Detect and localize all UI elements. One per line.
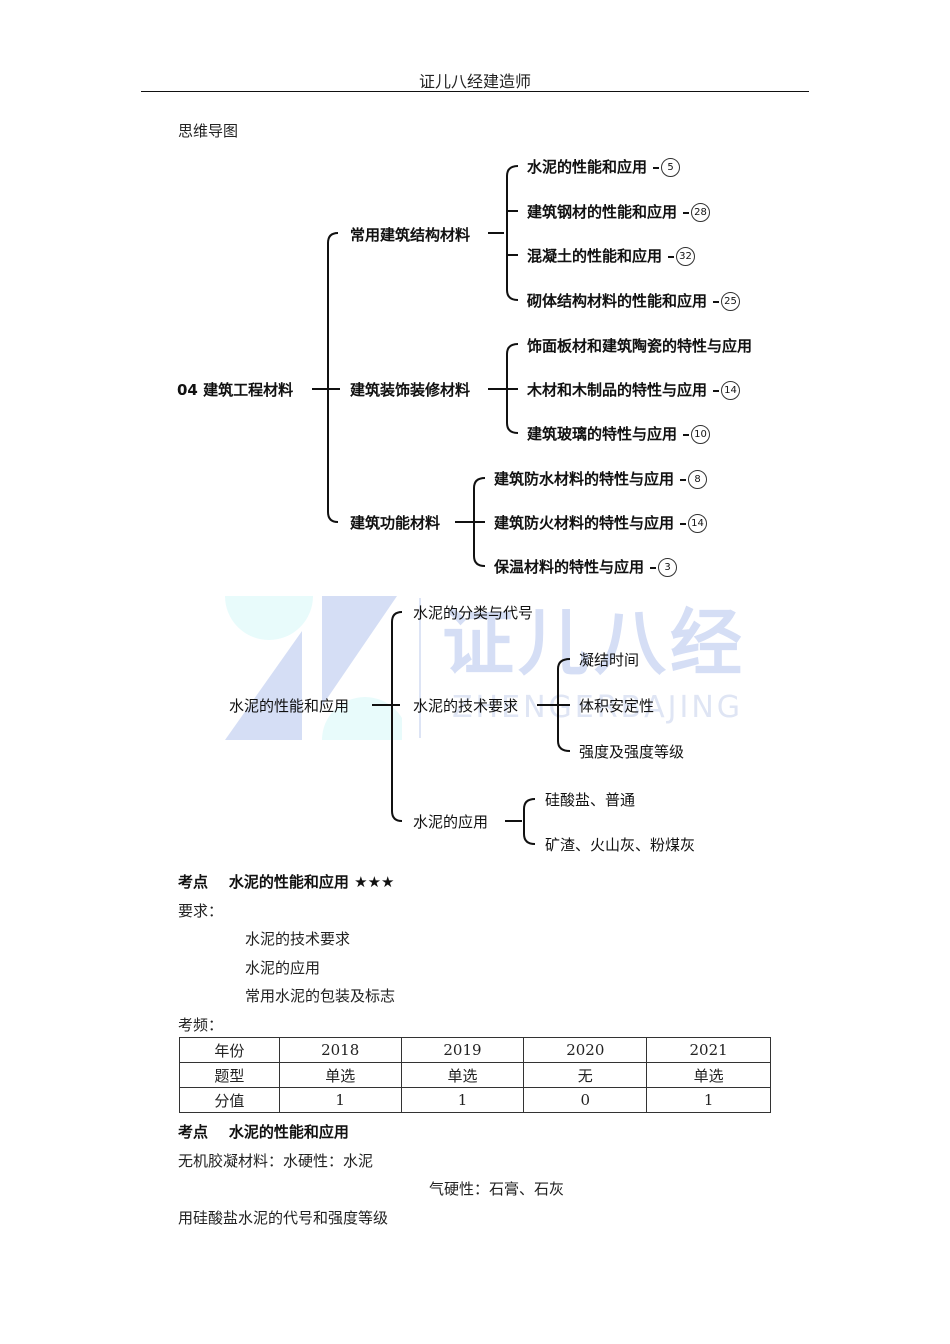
mindmap2-branch: 水泥的技术要求 xyxy=(413,697,519,715)
table-cell: 2021 xyxy=(646,1037,771,1063)
count-badge: 28 xyxy=(691,203,711,222)
mindmap1-branch-decoration: 建筑装饰装修材料 xyxy=(350,381,471,399)
table-cell: 单选 xyxy=(646,1062,771,1088)
count-badge: 5 xyxy=(661,158,681,177)
requirement-item: 水泥的应用 xyxy=(245,959,321,977)
kaodian-heading: 考点 水泥的性能和应用 xyxy=(178,1123,349,1141)
table-row: 年份 2018 2019 2020 2021 xyxy=(179,1037,771,1063)
requirement-item: 水泥的技术要求 xyxy=(245,930,351,948)
table-cell: 分值 xyxy=(179,1087,280,1113)
count-badge: 14 xyxy=(688,514,708,533)
count-badge: 8 xyxy=(688,470,708,489)
table-cell: 2019 xyxy=(400,1037,525,1063)
mindmap2-root: 水泥的性能和应用 xyxy=(229,697,350,715)
star-rating: ★★★ xyxy=(354,873,395,891)
frequency-label: 考频： xyxy=(178,1016,224,1034)
table-cell: 年份 xyxy=(179,1037,280,1063)
count-badge: 10 xyxy=(691,425,711,444)
mindmap2-leaf: 凝结时间 xyxy=(579,651,640,669)
table-cell: 1 xyxy=(278,1087,402,1113)
table-cell: 题型 xyxy=(179,1062,280,1088)
table-row: 题型 单选 单选 无 单选 xyxy=(179,1062,771,1088)
mindmap2-leaf: 矿渣、火山灰、粉煤灰 xyxy=(545,836,696,854)
table-cell: 单选 xyxy=(400,1062,525,1088)
mindmap1-root: 04 建筑工程材料 xyxy=(177,381,294,399)
mindmap-connectors xyxy=(312,165,571,845)
page-header-title: 证儿八经建造师 xyxy=(418,72,531,91)
count-badge: 14 xyxy=(721,381,741,400)
watermark-cn: 证儿八经 xyxy=(442,601,747,685)
body-line: 用硅酸盐水泥的代号和强度等级 xyxy=(178,1209,389,1227)
table-cell: 2018 xyxy=(278,1037,402,1063)
requirements-label: 要求： xyxy=(178,902,224,920)
mindmap1-branch-structural: 常用建筑结构材料 xyxy=(350,226,471,244)
body-line: 气硬性：石膏、石灰 xyxy=(429,1180,565,1198)
mindmap2-branch: 水泥的应用 xyxy=(413,813,489,831)
table-cell: 1 xyxy=(646,1087,771,1113)
table-cell: 0 xyxy=(523,1087,648,1113)
watermark-en: ZHENGERBAJING xyxy=(452,690,744,725)
table-row: 分值 1 1 0 1 xyxy=(179,1087,771,1113)
table-cell: 无 xyxy=(523,1062,648,1088)
body-line: 无机胶凝材料：水硬性：水泥 xyxy=(178,1152,374,1170)
mindmap2-leaf: 硅酸盐、普通 xyxy=(545,791,636,809)
table-cell: 1 xyxy=(400,1087,525,1113)
section-label: 思维导图 xyxy=(178,122,239,140)
mindmap2-leaf: 强度及强度等级 xyxy=(579,743,685,761)
requirement-item: 常用水泥的包装及标志 xyxy=(245,987,396,1005)
mindmap1-leaf: 饰面板材和建筑陶瓷的特性与应用 xyxy=(527,337,753,355)
table-cell: 2020 xyxy=(523,1037,648,1063)
kaodian-heading: 考点 水泥的性能和应用 ★★★ xyxy=(178,873,395,891)
count-badge: 32 xyxy=(676,247,696,266)
watermark-logo xyxy=(222,596,408,740)
frequency-table: 年份 2018 2019 2020 2021 题型 单选 单选 无 单选 分值 … xyxy=(179,1037,771,1113)
mindmap1-branch-functional: 建筑功能材料 xyxy=(350,514,441,532)
mindmap2-leaf: 体积安定性 xyxy=(579,697,655,715)
header-rule xyxy=(141,91,809,92)
count-badge: 25 xyxy=(721,292,741,311)
table-cell: 单选 xyxy=(278,1062,402,1088)
count-badge: 3 xyxy=(658,558,678,577)
mindmap2-branch: 水泥的分类与代号 xyxy=(413,604,534,622)
watermark-divider xyxy=(419,598,421,738)
